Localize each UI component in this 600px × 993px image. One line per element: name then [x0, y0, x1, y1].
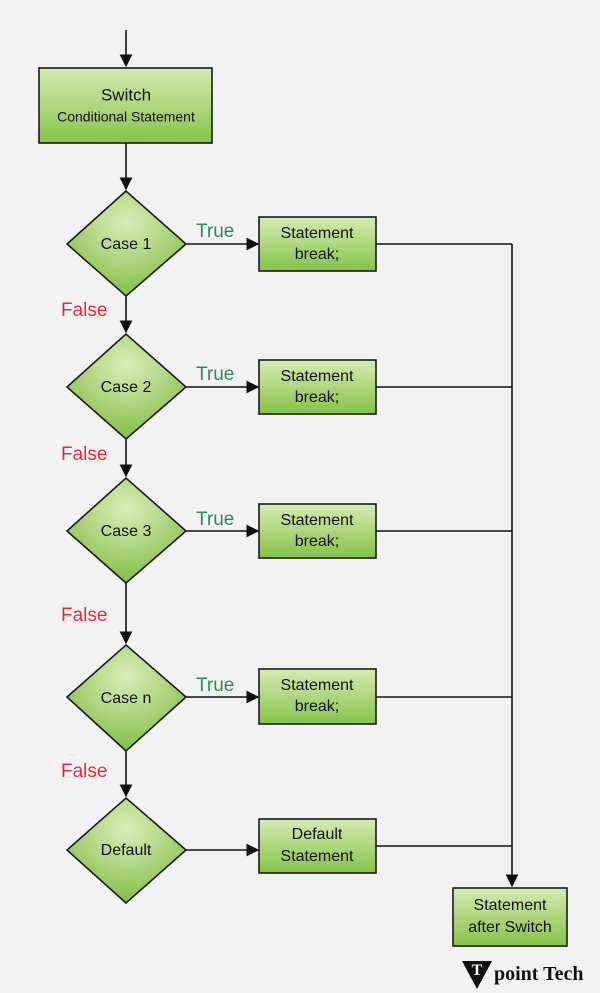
case-3-statement: Statement break;	[258, 503, 377, 559]
tpoint-tech-logo: T point Tech	[462, 961, 583, 989]
case-3-decision: Case 3	[65, 476, 188, 585]
case-1-true-label: True	[196, 221, 234, 242]
case-3-statement-line1: Statement	[281, 512, 354, 529]
case-3-true-label: True	[196, 509, 234, 530]
case-n-statement-line1: Statement	[281, 677, 354, 694]
edges	[119, 30, 519, 888]
logo-text: point Tech	[494, 963, 583, 985]
switch-node-title: Switch	[101, 85, 151, 104]
case-n-false-label: False	[61, 761, 107, 782]
case-1-false-label: False	[61, 300, 107, 321]
default-statement-line2: Statement	[281, 848, 354, 865]
case-n-decision: Case n	[65, 643, 188, 753]
case-3-statement-line2: break;	[295, 533, 339, 550]
case-2-label: Case 2	[101, 379, 152, 396]
case-2-true-label: True	[196, 364, 234, 385]
case-1-label: Case 1	[101, 236, 152, 253]
default-decision: Default	[65, 796, 188, 905]
after-switch-line1: Statement	[474, 897, 547, 914]
case-2-statement-line2: break;	[295, 389, 339, 406]
case-3-label: Case 3	[101, 523, 152, 540]
case-2-decision: Case 2	[65, 332, 188, 441]
case-n-true-label: True	[196, 675, 234, 696]
case-2-false-label: False	[61, 444, 107, 465]
after-switch-node: Statement after Switch	[452, 887, 568, 947]
case-1-decision: Case 1	[65, 189, 188, 298]
default-label: Default	[101, 842, 152, 859]
case-n-statement-line2: break;	[295, 698, 339, 715]
switch-node-subtitle: Conditional Statement	[57, 109, 195, 125]
case-1-statement: Statement break;	[258, 216, 377, 272]
logo-triangle-icon	[462, 961, 492, 989]
case-n-statement: Statement break;	[258, 668, 377, 725]
after-switch-line2: after Switch	[468, 919, 552, 936]
case-n-label: Case n	[101, 690, 152, 707]
logo-letter: T	[472, 962, 483, 979]
case-2-statement-line1: Statement	[281, 368, 354, 385]
case-1-statement-line1: Statement	[281, 225, 354, 242]
case-2-statement: Statement break;	[258, 359, 377, 415]
default-statement: Default Statement	[258, 818, 377, 874]
case-1-statement-line2: break;	[295, 246, 339, 263]
switch-node: Switch Conditional Statement	[38, 67, 213, 144]
default-statement-line1: Default	[292, 826, 343, 843]
case-3-false-label: False	[61, 605, 107, 626]
